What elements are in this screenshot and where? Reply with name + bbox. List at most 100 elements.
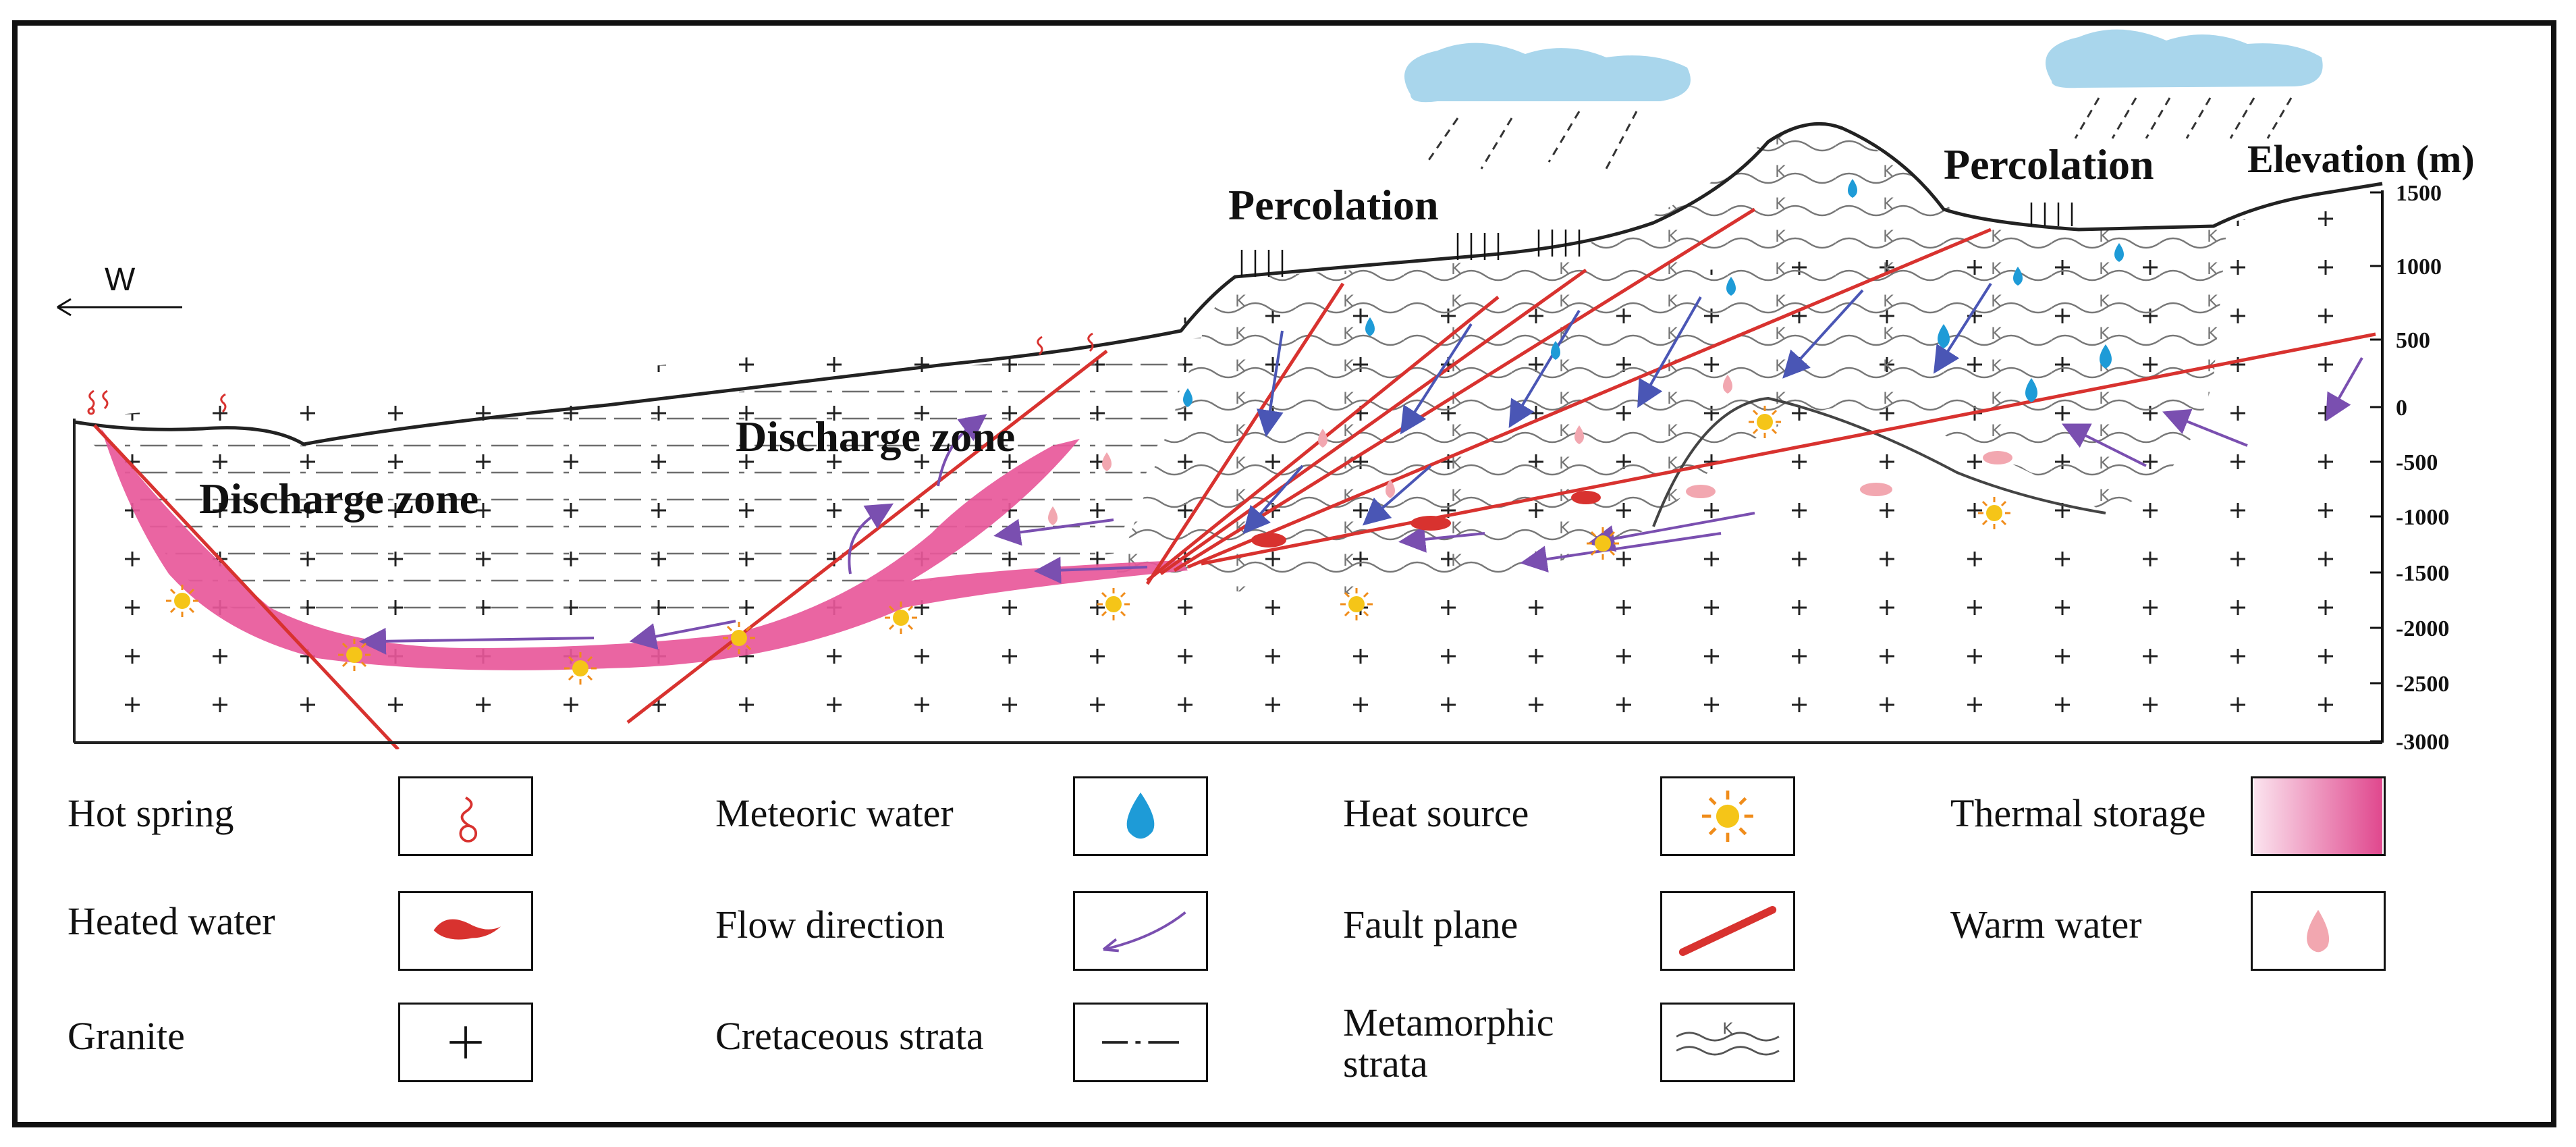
flow-arrow bbox=[993, 518, 1114, 546]
cloud-icon bbox=[1404, 43, 1691, 103]
warm-drop-icon bbox=[2307, 909, 2330, 953]
legend-swatch-metamorphic-strata: K bbox=[1660, 1003, 1795, 1082]
heat-source-icon bbox=[166, 585, 198, 617]
heat-source-icon bbox=[1097, 588, 1130, 620]
warm-drop bbox=[1386, 479, 1395, 498]
flow-arrow bbox=[1362, 464, 1432, 526]
topographic-surface bbox=[74, 122, 2383, 446]
warm-drop bbox=[1318, 429, 1327, 448]
flow-arrow bbox=[1400, 323, 1473, 435]
legend-label-meteoric-water: Meteoric water bbox=[715, 791, 954, 835]
warm-drop bbox=[1686, 485, 1716, 498]
percolation-label: Percolation bbox=[1228, 181, 1439, 229]
hot-spring-icon bbox=[102, 390, 109, 410]
meteoric-drop bbox=[2025, 378, 2037, 402]
heat-source-icon bbox=[1978, 497, 2010, 529]
warm-drop bbox=[1723, 375, 1732, 394]
hot-spring-icon bbox=[220, 393, 227, 413]
warm-drop bbox=[1574, 425, 1584, 444]
meteoric-drop bbox=[2100, 344, 2112, 369]
direction-arrow bbox=[57, 298, 182, 317]
elevation-ticks bbox=[2370, 191, 2382, 743]
flow-arrow bbox=[2061, 423, 2147, 467]
hot-spring-icon bbox=[459, 796, 478, 843]
fault-planes bbox=[93, 207, 2376, 749]
heated-water-icon bbox=[433, 919, 501, 940]
fault-line bbox=[93, 424, 400, 749]
fault-line bbox=[1145, 282, 1345, 585]
flow-arrow bbox=[1508, 309, 1581, 429]
flow-arrow bbox=[1257, 330, 1284, 437]
flow-arrow bbox=[1242, 464, 1304, 535]
discharge-zone-label: Discharge zone bbox=[736, 412, 1015, 460]
heat-source-icon bbox=[1340, 588, 1373, 620]
flow-arrow bbox=[359, 627, 595, 655]
elevation-tick-label: -3000 bbox=[2396, 730, 2449, 749]
elevation-axis-title: Elevation (m) bbox=[2247, 137, 2475, 181]
meteoric-drop bbox=[1848, 179, 1857, 198]
warm-drop bbox=[1102, 452, 1112, 471]
percolation-arrows bbox=[1240, 203, 2073, 277]
legend-label-heat-source: Heat source bbox=[1343, 791, 1529, 835]
meteoric-drop bbox=[1938, 324, 1950, 348]
heated-drop bbox=[1571, 491, 1601, 504]
legend-swatch-heated-water bbox=[398, 891, 533, 971]
legend-swatch-thermal-storage bbox=[2251, 776, 2386, 856]
meteoric-drop bbox=[2114, 243, 2124, 262]
hot-spring-icon bbox=[1037, 336, 1043, 356]
heat-source-icon bbox=[338, 639, 371, 671]
warm-drops bbox=[1048, 375, 2012, 525]
elevation-tick-label: 1000 bbox=[2396, 255, 2442, 279]
flow-arrow-icon bbox=[1102, 911, 1186, 953]
wavy-strata-icon: K bbox=[1676, 1021, 1780, 1056]
flow-arrow bbox=[848, 503, 894, 575]
heat-source-icon bbox=[1587, 527, 1619, 560]
cloud-icon bbox=[2046, 29, 2323, 88]
flow-arrow bbox=[1587, 512, 1755, 552]
heated-water bbox=[1251, 491, 1601, 548]
meteoric-drop bbox=[1551, 341, 1560, 360]
fault-line bbox=[1159, 268, 1587, 576]
legend-label-cretaceous-strata: Cretaceous strata bbox=[715, 1014, 984, 1058]
legend-label-flow-direction: Flow direction bbox=[715, 903, 945, 946]
legend-swatch-hot-spring bbox=[398, 776, 533, 856]
meteoric-drop bbox=[1183, 388, 1193, 407]
fault-line bbox=[626, 350, 1108, 724]
legend-swatch-granite bbox=[398, 1003, 533, 1082]
hot-spring-icon bbox=[87, 390, 95, 415]
fault-line bbox=[1187, 228, 1992, 569]
heat-source-icon bbox=[723, 622, 755, 654]
flow-arrow bbox=[1782, 289, 1864, 379]
meteoric-drop bbox=[2013, 267, 2023, 286]
elevation-tick-label: -1000 bbox=[2396, 505, 2449, 530]
flow-arrow bbox=[1398, 525, 1485, 553]
legend-label-hot-spring: Hot spring bbox=[67, 791, 234, 835]
rain-lines bbox=[1426, 97, 2293, 169]
metamorphic-dome bbox=[1652, 396, 2106, 527]
flow-arrow bbox=[2326, 357, 2363, 422]
hot-spring-marks bbox=[87, 332, 1094, 415]
water-drop-icon bbox=[1126, 792, 1155, 839]
fault-line bbox=[1173, 207, 1756, 572]
meteoric-drop bbox=[1726, 277, 1736, 296]
legend-swatch-meteoric-water bbox=[1073, 776, 1208, 856]
legend-label-fault-plane: Fault plane bbox=[1343, 903, 1518, 946]
heat-source-icon bbox=[885, 602, 917, 634]
discharge-zone-label: Discharge zone bbox=[199, 475, 478, 523]
hot-spring-icon bbox=[1087, 332, 1094, 352]
sun-icon bbox=[1702, 791, 1753, 842]
plus-icon bbox=[449, 1026, 482, 1059]
thermal-gradient-swatch bbox=[2254, 778, 2382, 854]
direction-label: W bbox=[105, 262, 136, 298]
legend-swatch-warm-water bbox=[2251, 891, 2386, 971]
clouds bbox=[1404, 29, 2323, 103]
elevation-tick-label: -2500 bbox=[2396, 672, 2449, 697]
figure-frame bbox=[12, 20, 2556, 1127]
legend-label-granite: Granite bbox=[67, 1014, 185, 1058]
flow-arrow bbox=[2162, 408, 2248, 447]
legend-swatch-flow-direction bbox=[1073, 891, 1208, 971]
legend-swatch-heat-source bbox=[1660, 776, 1795, 856]
meteoric-drops bbox=[1183, 179, 2124, 407]
legend-swatch-fault-plane bbox=[1660, 891, 1795, 971]
elevation-tick-label: -2000 bbox=[2396, 616, 2449, 641]
